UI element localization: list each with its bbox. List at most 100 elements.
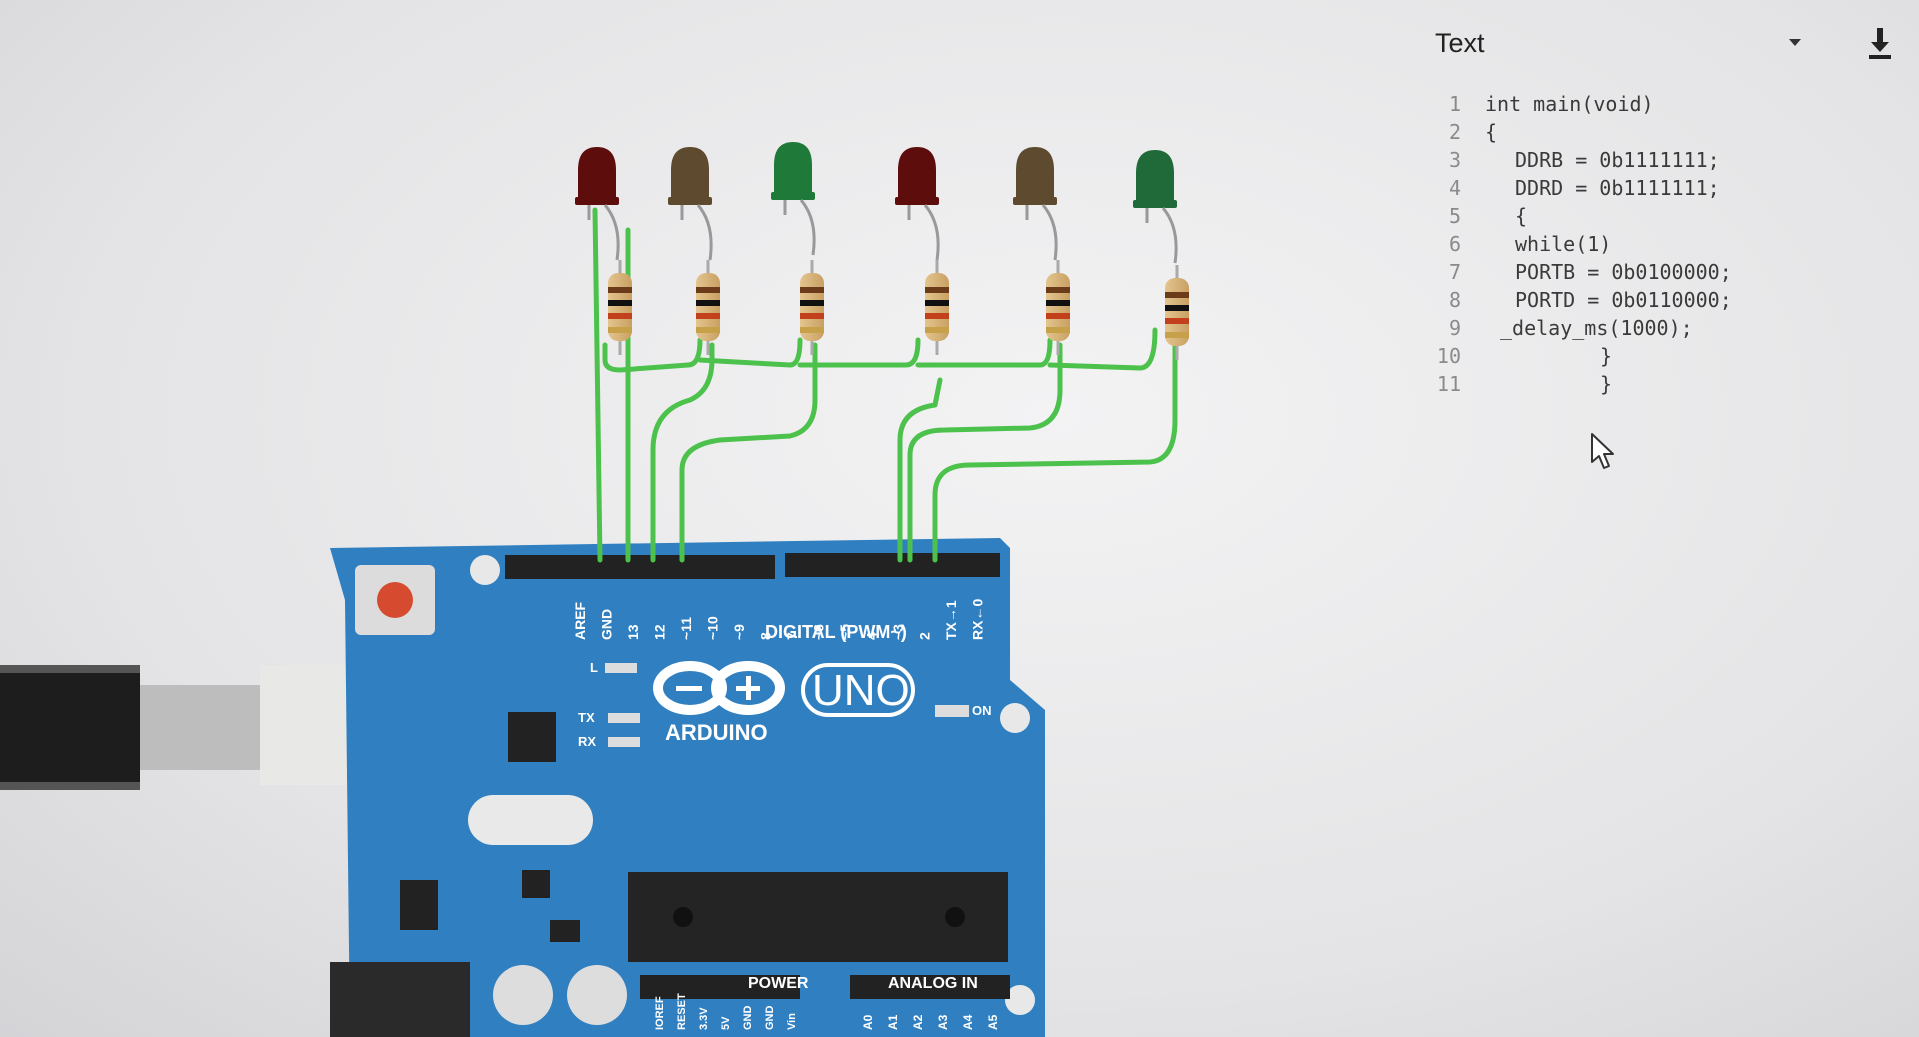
resistor[interactable] xyxy=(1046,260,1070,355)
wire[interactable] xyxy=(915,337,1053,368)
analog-pin-label: A3 xyxy=(936,1014,950,1030)
leds[interactable] xyxy=(575,142,1178,264)
resistors[interactable] xyxy=(608,260,1189,360)
analog-pin-label: A4 xyxy=(961,1014,975,1030)
capacitor xyxy=(567,965,627,1025)
code-text: { xyxy=(1515,204,1528,228)
led-label-on: ON xyxy=(972,703,992,718)
digital-pin-label: TX→1 xyxy=(943,600,959,640)
led-label-l: L xyxy=(590,660,598,675)
analog-pin-label: A5 xyxy=(986,1014,1000,1030)
resistor[interactable] xyxy=(800,260,824,355)
digital-pin-label: 13 xyxy=(625,624,641,640)
analog-pin-label: A1 xyxy=(886,1014,900,1030)
analog-header-label: ANALOG IN xyxy=(888,975,978,992)
code-line[interactable]: 8 PORTD = 0b0110000; xyxy=(1425,286,1905,314)
power-pin-label: 3.3V xyxy=(698,1007,710,1030)
code-line[interactable]: 2{ xyxy=(1425,118,1905,146)
circuit-canvas[interactable]: ARDUINO UNO DIGITAL (PWM~) POWER ANALOG … xyxy=(0,0,1400,1037)
digital-header-right[interactable] xyxy=(785,553,1000,577)
wire[interactable] xyxy=(602,337,703,373)
wire[interactable] xyxy=(907,342,1063,563)
line-number: 5 xyxy=(1448,204,1461,228)
code-text: PORTD = 0b0110000; xyxy=(1515,288,1732,312)
digital-pin-label: RX←0 xyxy=(970,599,986,640)
digital-header-left[interactable] xyxy=(505,555,775,579)
power-pin-label: GND xyxy=(764,1006,776,1031)
led-tx-indicator xyxy=(608,713,640,723)
editor-mode-dropdown[interactable]: Text xyxy=(1435,26,1805,60)
wire[interactable] xyxy=(932,342,1178,563)
line-number: 10 xyxy=(1436,344,1461,368)
wires[interactable] xyxy=(592,207,1178,563)
small-component xyxy=(522,870,550,898)
analog-pin-label: A2 xyxy=(911,1014,925,1030)
code-text: int main(void) xyxy=(1485,92,1654,116)
resistor[interactable] xyxy=(696,260,720,355)
line-number: 11 xyxy=(1436,372,1461,396)
led-yellow[interactable] xyxy=(1013,147,1058,261)
line-number: 8 xyxy=(1448,288,1461,312)
digital-pin-label: ~3 xyxy=(890,624,906,640)
mounting-hole xyxy=(1005,985,1035,1015)
digital-pin-label: ~6 xyxy=(811,624,827,640)
wire[interactable] xyxy=(897,377,943,563)
wire[interactable] xyxy=(650,342,715,563)
led-red[interactable] xyxy=(895,147,940,261)
code-text: { xyxy=(1485,120,1498,144)
code-line[interactable]: 9_delay_ms(1000); xyxy=(1425,314,1905,342)
download-icon[interactable] xyxy=(1860,22,1900,62)
digital-pin-label: 7 xyxy=(784,632,800,640)
led-green[interactable] xyxy=(771,142,816,256)
usb-chip-icon xyxy=(508,712,556,762)
voltage-regulator xyxy=(400,880,438,930)
arduino-board[interactable] xyxy=(330,538,1045,1037)
led-l-indicator xyxy=(605,663,637,673)
led-green[interactable] xyxy=(1133,150,1178,264)
power-jack[interactable] xyxy=(330,962,470,1037)
wire[interactable] xyxy=(697,337,803,368)
power-pin-label: Vin xyxy=(786,1013,798,1030)
wire[interactable] xyxy=(1047,327,1158,371)
code-line[interactable]: 5{ xyxy=(1425,202,1905,230)
wire[interactable] xyxy=(592,207,603,563)
digital-pin-label: AREF xyxy=(572,601,588,640)
analog-header[interactable] xyxy=(850,975,1010,999)
power-header-label: POWER xyxy=(748,975,809,992)
led-yellow[interactable] xyxy=(668,147,713,261)
power-pin-label: RESET xyxy=(676,993,688,1030)
code-text: while(1) xyxy=(1515,232,1612,256)
resistor[interactable] xyxy=(925,260,949,355)
digital-pin-label: ~9 xyxy=(731,624,747,640)
code-line[interactable]: 11} xyxy=(1425,370,1905,398)
wire[interactable] xyxy=(797,337,921,368)
line-number: 2 xyxy=(1448,120,1461,144)
led-on-indicator xyxy=(935,705,969,717)
power-pin-label: GND xyxy=(742,1006,754,1031)
reset-button-icon[interactable] xyxy=(355,565,435,635)
mouse-pointer-icon xyxy=(1591,433,1614,469)
code-line[interactable]: 10} xyxy=(1425,342,1905,370)
digital-header-label: DIGITAL (PWM~) xyxy=(765,622,907,642)
wire[interactable] xyxy=(679,342,818,563)
power-header[interactable] xyxy=(640,975,800,999)
led-red[interactable] xyxy=(575,147,620,261)
digital-pin-label: ~5 xyxy=(837,624,853,640)
crystal-oscillator xyxy=(468,795,593,845)
resistor[interactable] xyxy=(608,260,632,355)
microcontroller-chip-icon xyxy=(628,872,1008,962)
code-text: PORTB = 0b0100000; xyxy=(1515,260,1732,284)
line-number: 4 xyxy=(1448,176,1461,200)
resistor[interactable] xyxy=(1165,265,1189,360)
caret-down-icon xyxy=(1789,39,1801,46)
mounting-hole xyxy=(1000,703,1030,733)
